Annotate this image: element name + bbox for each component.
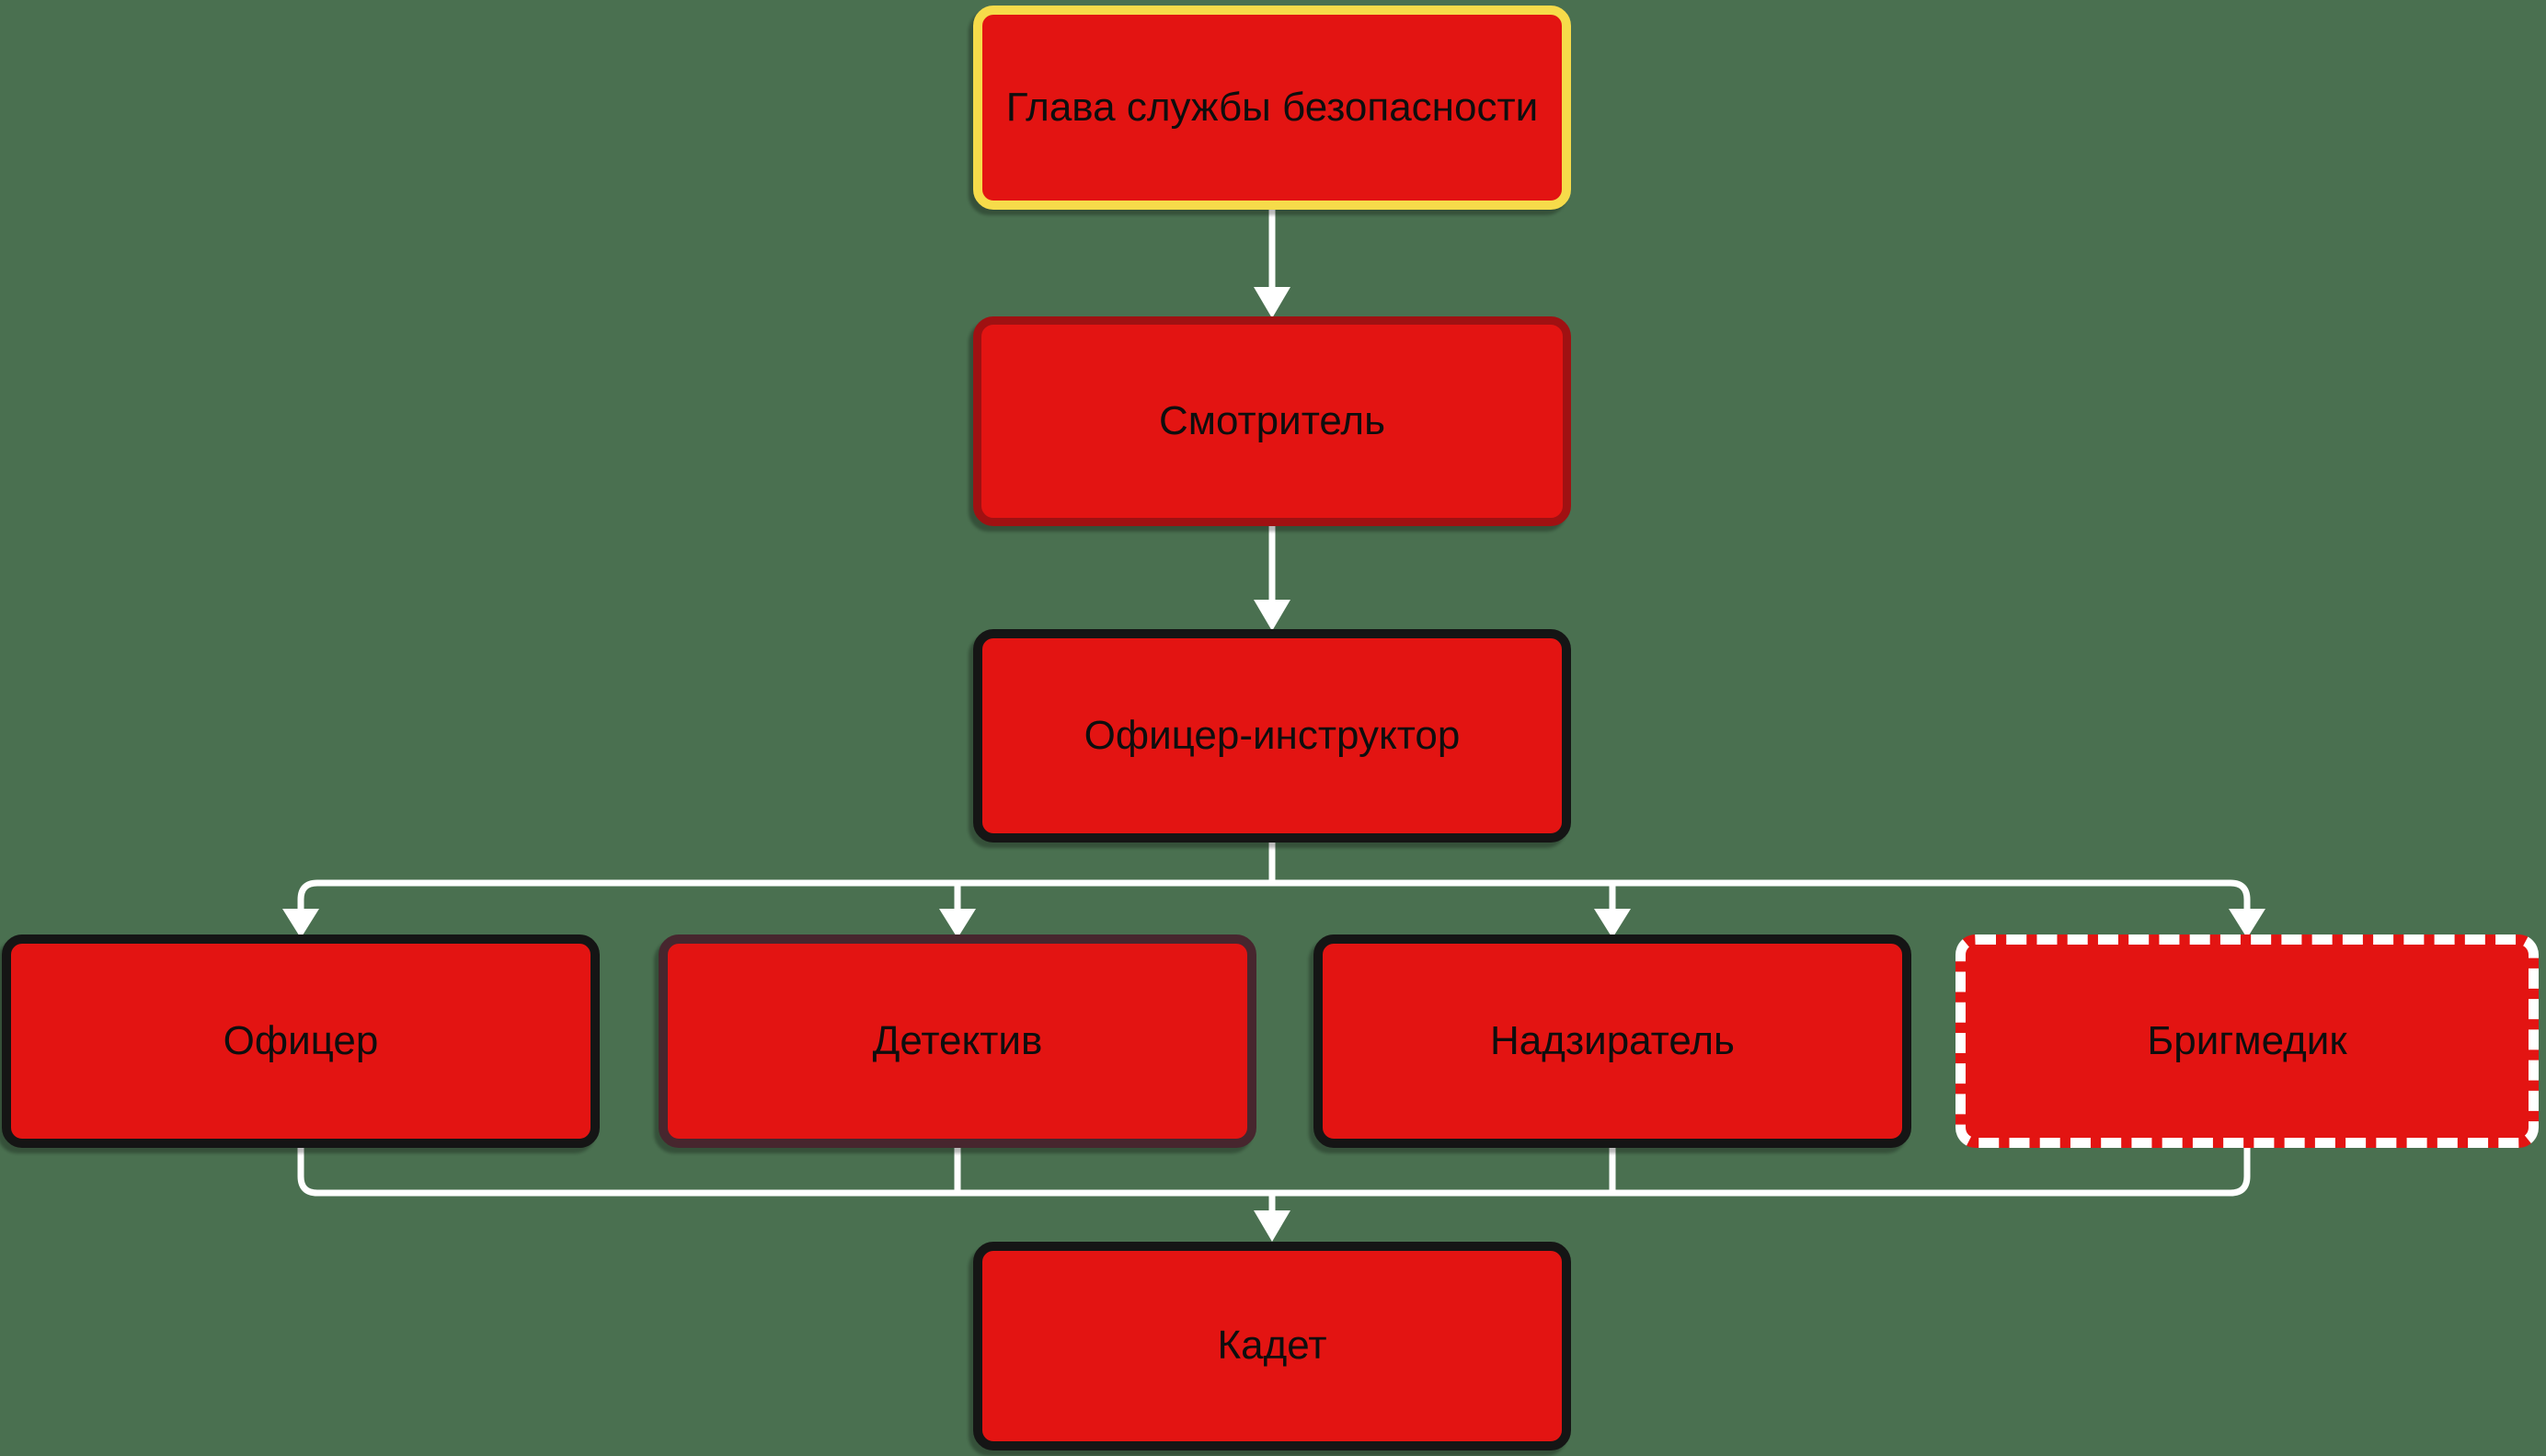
node-label: Кадет bbox=[1217, 1323, 1327, 1369]
node-label: Глава службы безопасности bbox=[1005, 84, 1539, 130]
node-officer: Офицер bbox=[2, 934, 600, 1148]
node-head-of-security: Глава службы безопасности bbox=[973, 6, 1571, 210]
node-label: Офицер bbox=[223, 1017, 379, 1063]
node-label: Надзиратель bbox=[1490, 1017, 1735, 1063]
node-label: Бригмедик bbox=[2147, 1017, 2347, 1063]
node-overseer: Надзиратель bbox=[1313, 934, 1911, 1148]
edge-children-cadet bbox=[297, 1148, 2251, 1242]
edge-head-warden bbox=[1254, 210, 1290, 318]
node-label: Офицер-инструктор bbox=[1084, 712, 1461, 758]
edge-warden-instructor bbox=[1254, 526, 1290, 631]
node-warden: Смотритель bbox=[973, 316, 1571, 526]
edge-instructor-children bbox=[282, 843, 2265, 938]
node-detective: Детектив bbox=[659, 934, 1256, 1148]
node-officer-instructor: Офицер-инструктор bbox=[973, 629, 1571, 843]
node-label: Детектив bbox=[872, 1017, 1043, 1063]
node-cadet: Кадет bbox=[973, 1242, 1571, 1450]
node-label: Смотритель bbox=[1159, 397, 1385, 443]
node-brigmedic: Бригмедик bbox=[1955, 934, 2539, 1148]
